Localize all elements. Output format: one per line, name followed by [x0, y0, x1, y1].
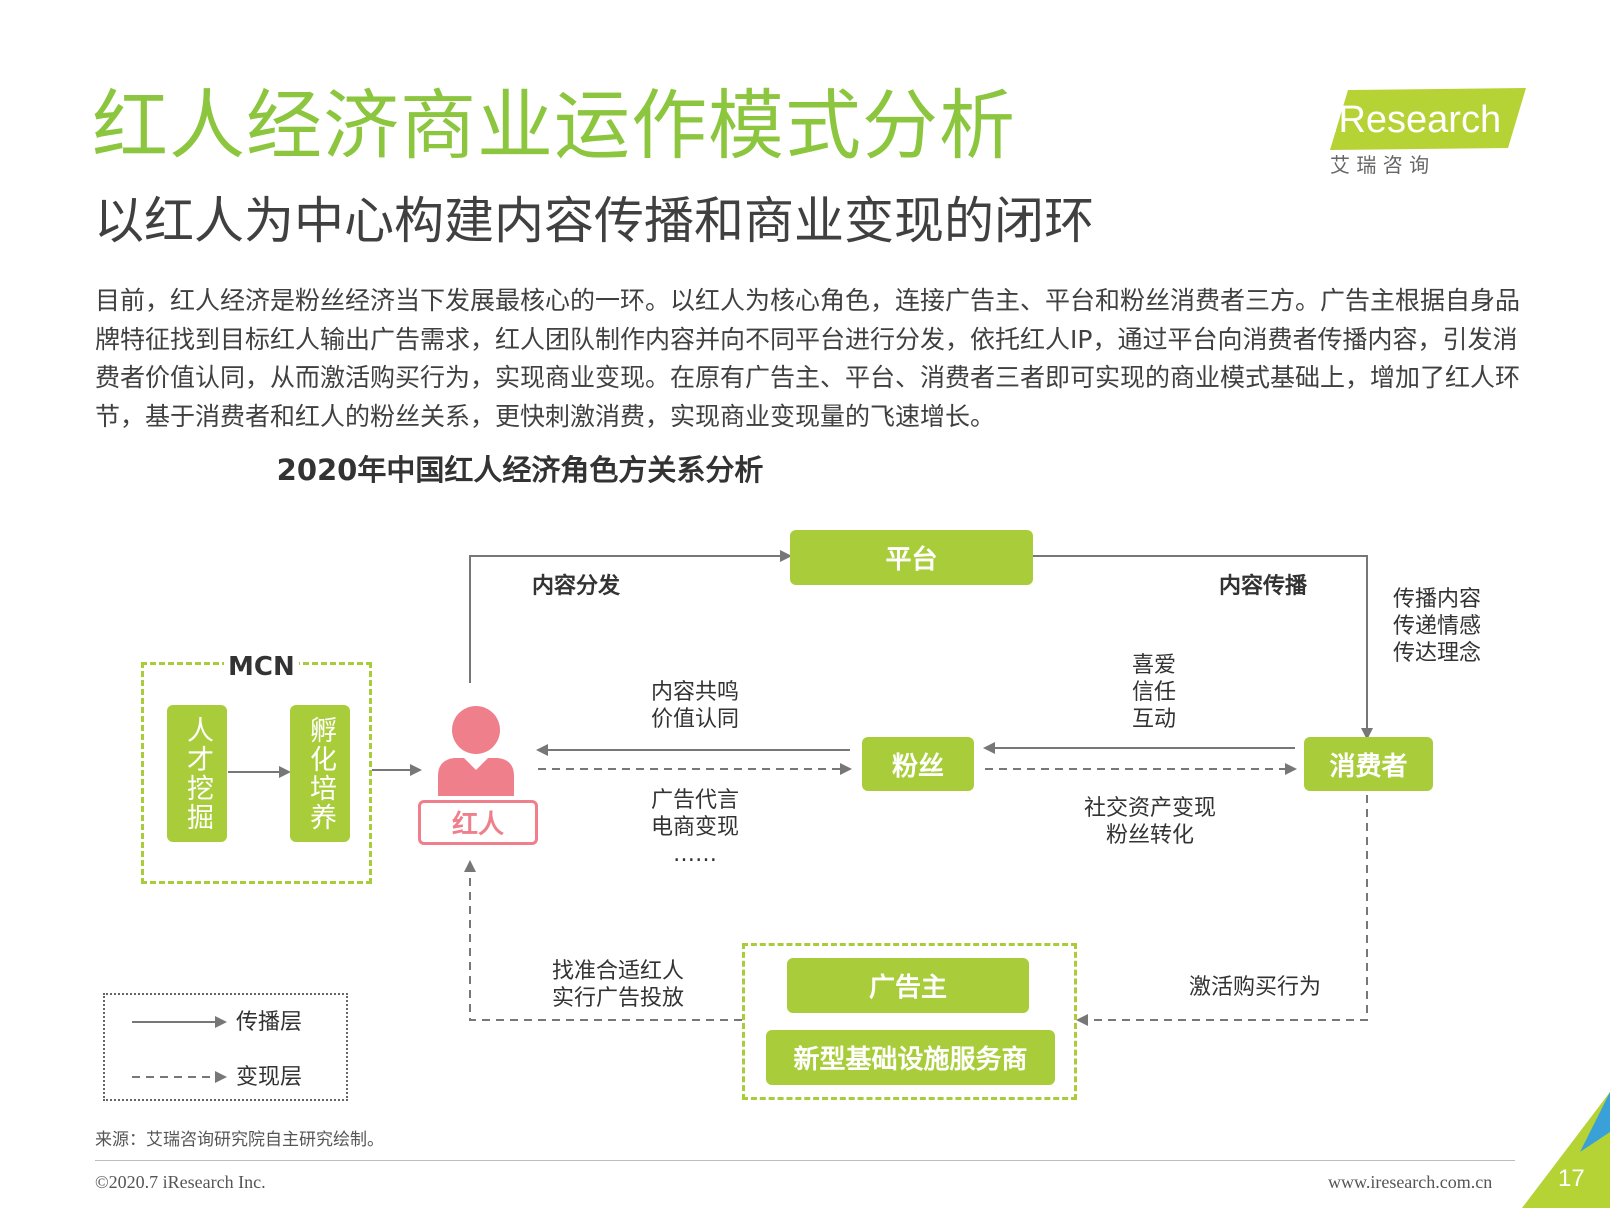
source-note: 来源：艾瑞咨询研究院自主研究绘制。 [95, 1130, 384, 1150]
logo-cn-text: 艾 瑞 咨 询 [1330, 153, 1429, 177]
label-activate: 激活购买行为 [1188, 975, 1321, 1000]
label-find-influencer: 找准合适红人 实行广告投放 [551, 959, 684, 1011]
page-title: 红人经济商业运作模式分析 [92, 81, 1016, 170]
label-resonance: 内容共鸣 价值认同 [650, 680, 739, 732]
logo-brand-text: iResearch [1330, 99, 1501, 141]
infra-provider-box: 新型基础设施服务商 [766, 1030, 1055, 1085]
website-url: www.iresearch.com.cn [1328, 1172, 1493, 1192]
corner-decoration [1522, 1092, 1610, 1208]
mcn-label: MCN [224, 652, 299, 682]
iresearch-logo: iResearch 艾 瑞 咨 询 [1330, 88, 1530, 178]
copyright-text: ©2020.7 iResearch Inc. [95, 1172, 266, 1192]
arrow-consumer-to-advertiser [1076, 795, 1368, 1026]
legend-frame [103, 993, 348, 1101]
legend-dashed-label: 变现层 [236, 1065, 303, 1090]
label-love: 喜爱 信任 互动 [1131, 653, 1176, 732]
talent-discovery-box: 人才挖掘 [167, 705, 227, 842]
arrow-advertiser-to-influencer [464, 860, 742, 1021]
legend-solid-label: 传播层 [236, 1010, 303, 1035]
label-content-spread: 内容传播 [1219, 574, 1308, 599]
consumer-box: 消费者 [1304, 737, 1433, 791]
person-icon [432, 704, 520, 796]
arrow-influencer-to-platform [469, 550, 792, 683]
footer-divider [95, 1160, 1515, 1161]
advertiser-frame [742, 943, 1077, 1100]
label-content-distribution: 内容分发 [532, 574, 621, 599]
label-social-asset: 社交资产变现 粉丝转化 [1083, 796, 1216, 848]
page-subtitle: 以红人为中心构建内容传播和商业变现的闭环 [94, 192, 1094, 250]
advertiser-box: 广告主 [787, 958, 1029, 1013]
platform-box: 平台 [790, 530, 1033, 585]
incubation-box: 孵化培养 [290, 705, 350, 842]
arrow-platform-to-consumer [1033, 555, 1373, 740]
label-monetize-fans: 广告代言 电商变现 …… [650, 788, 739, 867]
diagram-title: 2020年中国红人经济角色方关系分析 [276, 453, 764, 487]
intro-paragraph: 目前，红人经济是粉丝经济当下发展最核心的一环。以红人为核心角色，连接广告主、平台… [95, 286, 1521, 431]
influencer-box: 红人 [418, 800, 538, 845]
label-to-consumer: 传播内容 传递情感 传达理念 [1392, 587, 1481, 666]
fans-box: 粉丝 [862, 737, 974, 791]
page-number: 17 [1558, 1165, 1585, 1192]
